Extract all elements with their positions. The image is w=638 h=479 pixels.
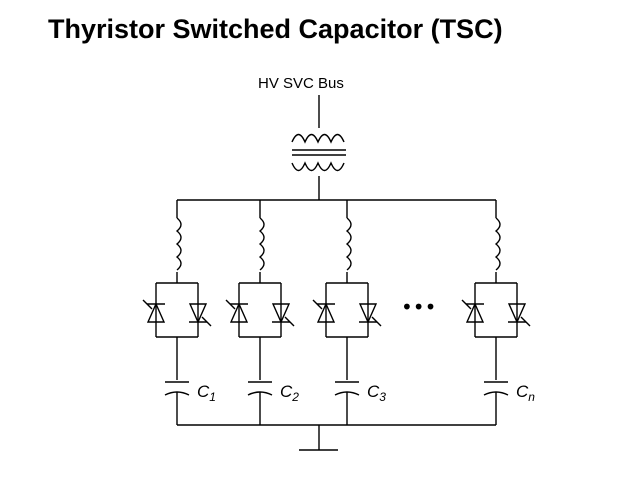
transformer-primary-coil (291, 133, 345, 144)
thyristor-forward-gate (312, 299, 323, 310)
capacitor-label: Cn (516, 382, 535, 404)
inductor-coil (345, 217, 352, 271)
thyristor-reverse-gate (520, 316, 531, 327)
capacitor-label-letter: C (197, 382, 210, 401)
transformer-symbol (291, 95, 346, 200)
transformer-secondary-coil (291, 161, 345, 172)
hv-svc-bus-label: HV SVC Bus (258, 75, 344, 92)
capacitor-label-letter: C (367, 382, 380, 401)
capacitor-label: C3 (367, 382, 386, 404)
thyristor-forward-icon (146, 302, 166, 323)
thyristor-reverse-gate (284, 316, 295, 327)
thyristor-reverse-gate (371, 316, 382, 327)
tsc-branch: Cn (461, 200, 535, 425)
thyristor-reverse-icon (358, 303, 378, 324)
inductor-coil (175, 217, 182, 271)
page-title: Thyristor Switched Capacitor (TSC) (48, 14, 503, 44)
thyristor-forward-icon (465, 302, 485, 323)
circuit-wiring (177, 199, 496, 451)
thyristor-forward-gate (142, 299, 153, 310)
capacitor-label-subscript: n (528, 390, 535, 404)
tsc-branch: C1 (142, 200, 216, 425)
inductor-coil (258, 217, 265, 271)
tsc-branch: C3 (312, 200, 386, 425)
capacitor-label-subscript: 1 (209, 390, 216, 404)
thyristor-forward-gate (461, 299, 472, 310)
thyristor-reverse-gate (201, 316, 212, 327)
thyristor-reverse-icon (188, 303, 208, 324)
capacitor-label-letter: C (516, 382, 529, 401)
thyristor-reverse-icon (507, 303, 527, 324)
inductor-coil (494, 217, 501, 271)
capacitor-label-subscript: 2 (291, 390, 299, 404)
thyristor-forward-icon (229, 302, 249, 323)
capacitor-label: C2 (280, 382, 299, 404)
capacitor-label-letter: C (280, 382, 293, 401)
thyristor-forward-gate (225, 299, 236, 310)
ellipsis-dots: ••• (401, 295, 436, 319)
thyristor-reverse-icon (271, 303, 291, 324)
thyristor-forward-icon (316, 302, 336, 323)
capacitor-label-subscript: 3 (379, 390, 386, 404)
tsc-branch: C2 (225, 200, 299, 425)
capacitor-label: C1 (197, 382, 216, 404)
